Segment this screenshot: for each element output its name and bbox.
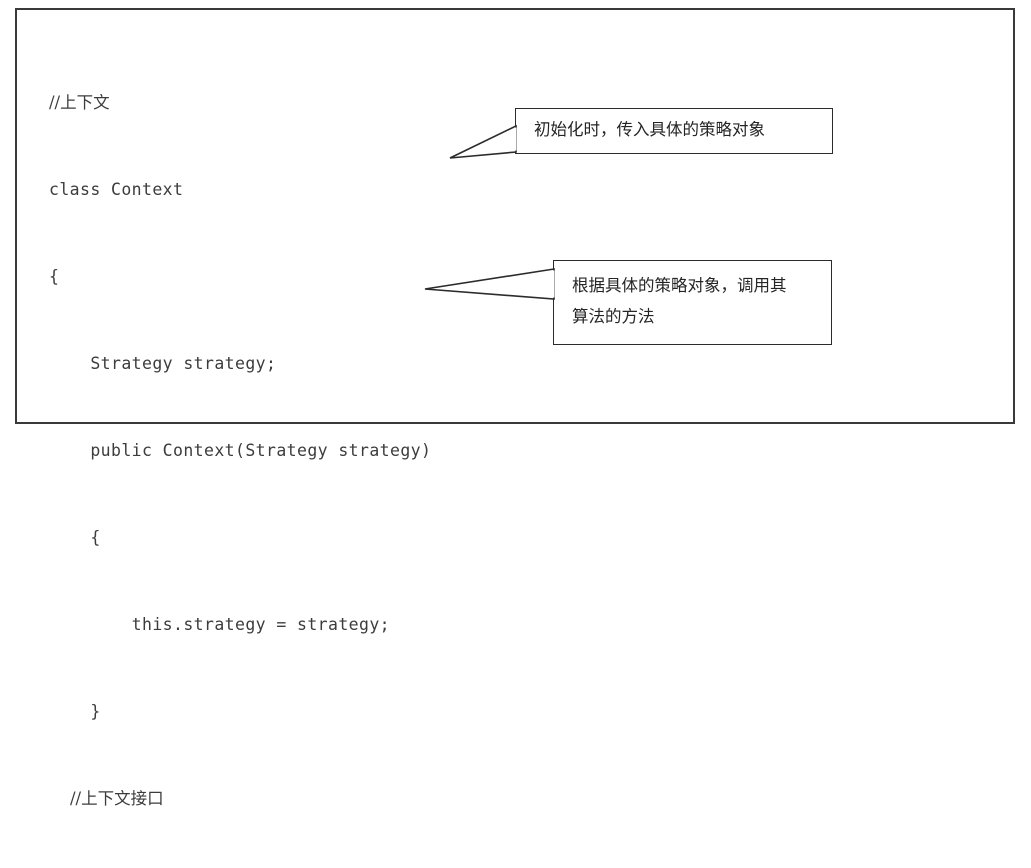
code-line: //上下文接口 (49, 789, 164, 808)
code-line: //上下文 (49, 93, 110, 112)
code-line: } (49, 702, 101, 721)
code-line: { (49, 267, 60, 286)
code-line: Strategy strategy; (49, 354, 277, 373)
callout-text: 初始化时，传入具体的策略对象 (534, 120, 765, 139)
code-line-context-constructor: public Context(Strategy strategy) (49, 441, 432, 460)
code-frame: //上下文 class Context { Strategy strategy;… (15, 8, 1015, 808)
code-line: { (49, 528, 101, 547)
callout-text: 根据具体的策略对象，调用其 算法的方法 (572, 276, 787, 326)
callout-bubble-interface: 根据具体的策略对象，调用其 算法的方法 (553, 260, 832, 345)
callout-bubble-initialization: 初始化时，传入具体的策略对象 (515, 108, 833, 154)
code-line: this.strategy = strategy; (49, 615, 391, 634)
figure-root: //上下文 class Context { Strategy strategy;… (15, 8, 1015, 808)
code-line: class Context (49, 180, 184, 199)
code-block: //上下文 class Context { Strategy strategy;… (49, 30, 849, 868)
